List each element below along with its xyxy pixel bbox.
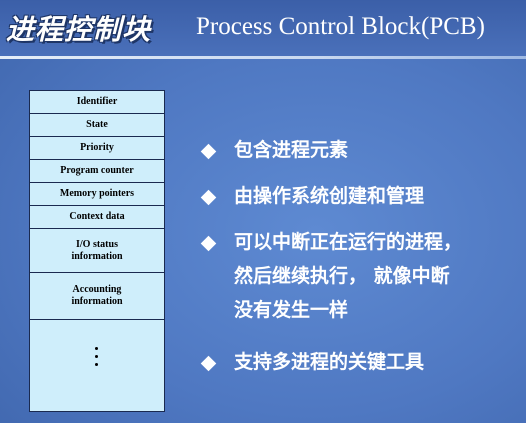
pcb-table: Identifier State Priority Program counte…: [29, 90, 165, 412]
pcb-row-identifier: Identifier: [30, 91, 164, 114]
bullet-text: 由操作系统创建和管理: [234, 185, 425, 207]
title-chinese: 进程控制块: [6, 13, 152, 46]
pcb-row-program-counter: Program counter: [30, 160, 164, 183]
bullet-text: 包含进程元素: [234, 139, 349, 161]
pcb-row-io-status: I/O status information: [30, 229, 164, 273]
pcb-row-memory-pointers: Memory pointers: [30, 183, 164, 206]
diamond-bullet-icon: [200, 143, 217, 160]
diamond-bullet-icon: [200, 355, 217, 372]
title-divider: [0, 56, 526, 59]
title-bar: 进程控制块 Process Control Block(PCB): [0, 0, 526, 56]
pcb-row-context-data: Context data: [30, 206, 164, 229]
pcb-row-priority: Priority: [30, 137, 164, 160]
diamond-bullet-icon: [200, 235, 217, 252]
pcb-row-accounting: Accounting information: [30, 273, 164, 320]
bullet-text: 支持多进程的关键工具: [234, 351, 425, 373]
pcb-row-state: State: [30, 114, 164, 137]
vertical-ellipsis-icon: [94, 347, 100, 371]
bullet-text: 可以中断正在运行的进程， 然后继续执行， 就像中断 没有发生一样: [234, 231, 463, 321]
title-english: Process Control Block(PCB): [196, 13, 485, 40]
diamond-bullet-icon: [200, 189, 217, 206]
